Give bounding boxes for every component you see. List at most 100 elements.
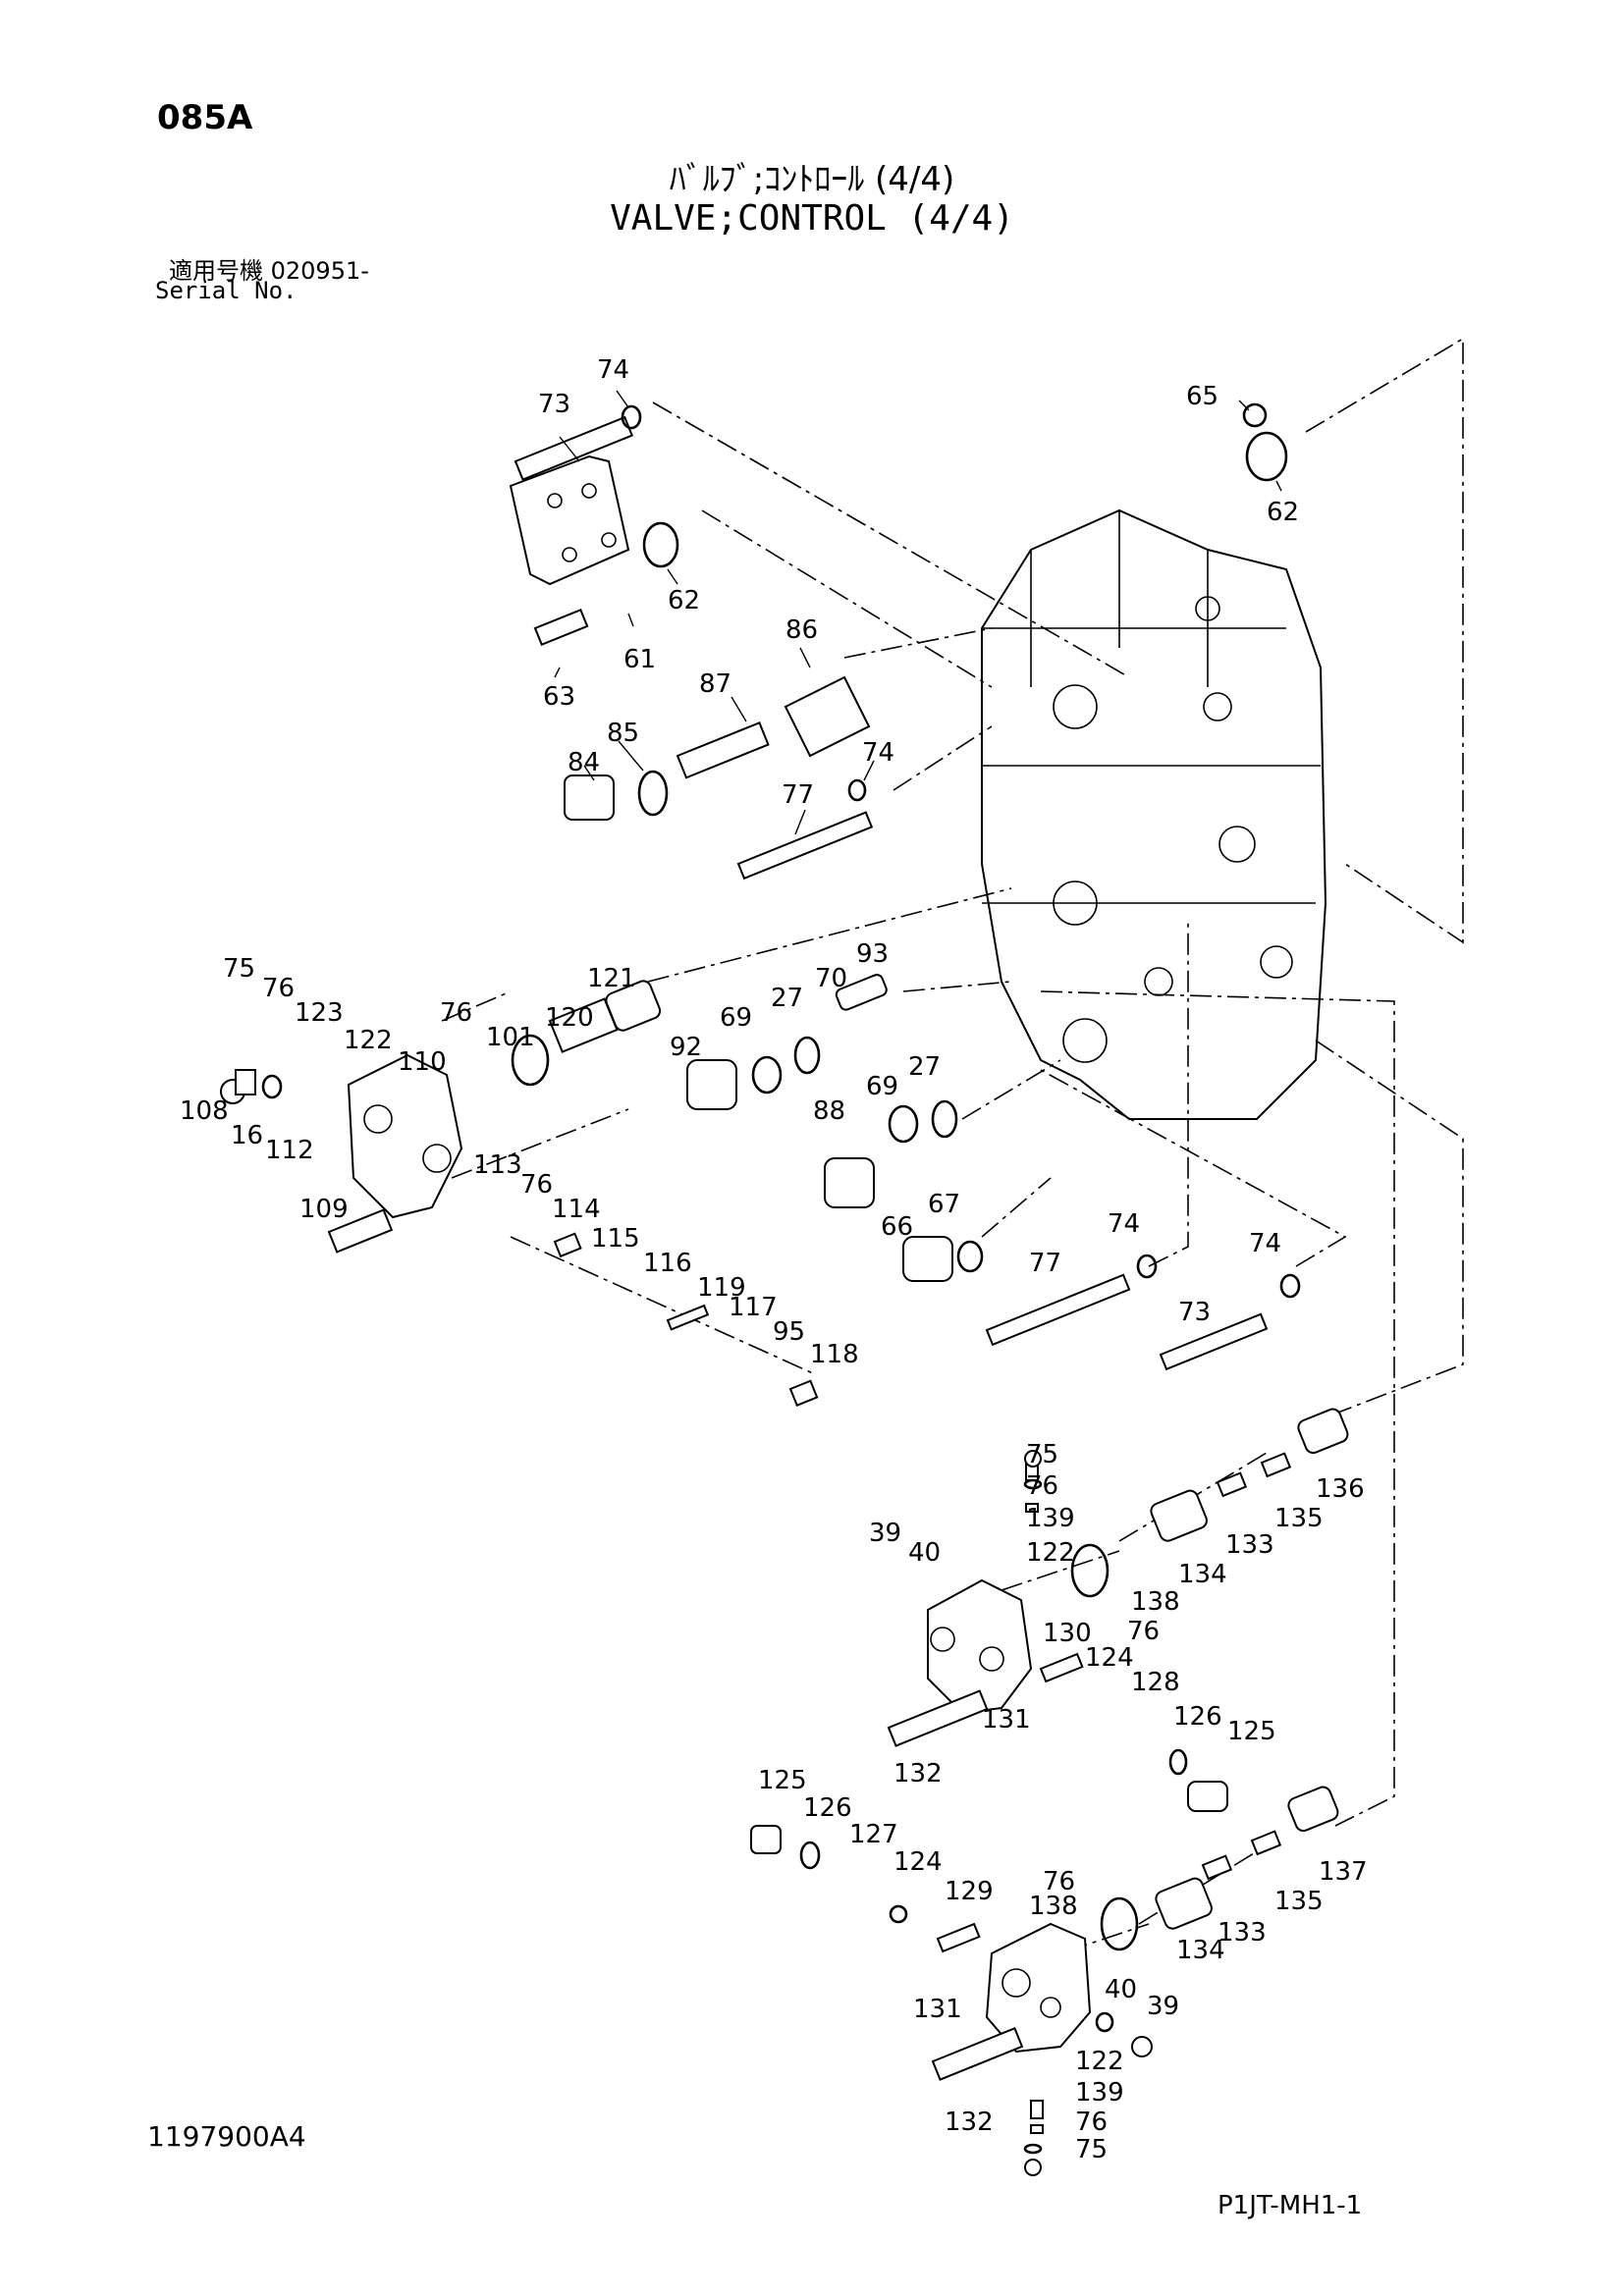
part-label-16: 16 bbox=[231, 1121, 263, 1150]
part-label-131b: 131 bbox=[913, 1995, 962, 2024]
part-label-76: 76 bbox=[262, 974, 295, 1003]
part-label-86: 86 bbox=[785, 615, 818, 645]
part-label-62b: 62 bbox=[668, 586, 700, 615]
part-label-40b: 40 bbox=[1105, 1975, 1137, 2004]
part-label-77: 77 bbox=[782, 780, 814, 810]
part-label-124b: 124 bbox=[893, 1847, 943, 1877]
part-label-75b: 75 bbox=[1026, 1440, 1058, 1469]
part-label-74b: 74 bbox=[862, 738, 894, 768]
part-label-139b: 139 bbox=[1075, 2078, 1124, 2108]
title-japanese: ﾊﾞﾙﾌﾞ;ｺﾝﾄﾛｰﾙ (4/4) bbox=[669, 160, 955, 199]
part-label-84: 84 bbox=[568, 748, 600, 777]
part-label-117: 117 bbox=[729, 1293, 778, 1322]
part-label-66: 66 bbox=[881, 1212, 913, 1242]
part-label-93: 93 bbox=[856, 939, 889, 969]
part-label-88: 88 bbox=[813, 1096, 845, 1126]
part-label-74d: 74 bbox=[1249, 1229, 1281, 1258]
part-label-76g: 76 bbox=[1075, 2108, 1108, 2137]
lower-assemblies bbox=[750, 1408, 1349, 2176]
part-label-135b: 135 bbox=[1274, 1887, 1324, 1916]
part-label-73: 73 bbox=[538, 390, 570, 419]
part-label-121: 121 bbox=[587, 964, 636, 993]
part-label-126b: 126 bbox=[803, 1793, 852, 1823]
part-label-40: 40 bbox=[908, 1538, 941, 1568]
part-label-70: 70 bbox=[815, 964, 847, 993]
part-label-62a: 62 bbox=[1267, 498, 1299, 527]
part-label-125b: 125 bbox=[758, 1766, 807, 1795]
drawing-number: 1197900A4 bbox=[147, 2120, 306, 2153]
part-label-122: 122 bbox=[344, 1026, 393, 1055]
part-label-130: 130 bbox=[1043, 1619, 1092, 1648]
part-label-75c: 75 bbox=[1075, 2135, 1108, 2164]
upper-parts bbox=[509, 402, 1288, 881]
part-label-92: 92 bbox=[670, 1033, 702, 1062]
part-label-39: 39 bbox=[869, 1519, 901, 1548]
serial-label-japanese: 適用号機 020951- bbox=[169, 257, 369, 285]
part-label-69b: 69 bbox=[866, 1072, 898, 1101]
part-label-133b: 133 bbox=[1218, 1918, 1267, 1948]
part-label-124: 124 bbox=[1085, 1643, 1134, 1673]
page-id: 085A bbox=[157, 98, 253, 137]
page-code: P1JT-MH1-1 bbox=[1218, 2191, 1363, 2220]
part-label-74: 74 bbox=[597, 355, 629, 385]
part-label-65: 65 bbox=[1186, 382, 1218, 411]
part-label-27: 27 bbox=[771, 984, 803, 1013]
valve-body bbox=[981, 508, 1327, 1120]
part-label-132: 132 bbox=[893, 1759, 943, 1789]
part-label-85: 85 bbox=[607, 719, 639, 748]
part-label-76e: 76 bbox=[1127, 1617, 1160, 1646]
part-label-136: 136 bbox=[1316, 1474, 1365, 1504]
part-label-112: 112 bbox=[265, 1136, 314, 1165]
part-label-61: 61 bbox=[623, 645, 656, 674]
part-label-120: 120 bbox=[545, 1003, 594, 1033]
part-label-67: 67 bbox=[928, 1190, 960, 1219]
part-label-76c: 76 bbox=[520, 1170, 553, 1200]
part-label-87: 87 bbox=[699, 669, 731, 699]
part-label-122b: 122 bbox=[1026, 1538, 1075, 1568]
part-label-138: 138 bbox=[1131, 1587, 1180, 1617]
part-label-129: 129 bbox=[945, 1877, 994, 1906]
part-label-27b: 27 bbox=[908, 1052, 941, 1082]
serial-label-english: Serial No. bbox=[155, 277, 298, 304]
leader-lines bbox=[554, 390, 1282, 835]
part-label-73b: 73 bbox=[1178, 1298, 1211, 1327]
part-label-119: 119 bbox=[697, 1273, 746, 1303]
part-label-134: 134 bbox=[1178, 1560, 1227, 1589]
part-label-109: 109 bbox=[299, 1195, 349, 1224]
part-label-113: 113 bbox=[473, 1150, 522, 1180]
part-label-39b: 39 bbox=[1147, 1992, 1179, 2021]
part-label-118: 118 bbox=[810, 1340, 859, 1369]
part-label-138b: 138 bbox=[1029, 1892, 1078, 1921]
part-label-110: 110 bbox=[398, 1047, 447, 1077]
part-label-115: 115 bbox=[591, 1224, 640, 1254]
left-middle-parts bbox=[220, 974, 1301, 1407]
part-label-114: 114 bbox=[552, 1195, 601, 1224]
part-label-133: 133 bbox=[1225, 1530, 1274, 1560]
part-label-131: 131 bbox=[982, 1705, 1031, 1735]
title-english: VALVE;CONTROL (4/4) bbox=[610, 198, 1014, 239]
part-label-123: 123 bbox=[295, 998, 344, 1028]
part-label-75: 75 bbox=[223, 954, 255, 984]
part-label-101: 101 bbox=[486, 1023, 535, 1052]
part-label-127: 127 bbox=[849, 1820, 898, 1849]
part-label-74c: 74 bbox=[1108, 1209, 1140, 1239]
part-label-76d: 76 bbox=[1026, 1471, 1058, 1501]
part-label-139: 139 bbox=[1026, 1504, 1075, 1533]
part-label-69: 69 bbox=[720, 1003, 752, 1033]
part-label-125: 125 bbox=[1227, 1717, 1276, 1746]
part-label-135: 135 bbox=[1274, 1504, 1324, 1533]
part-label-128: 128 bbox=[1131, 1668, 1180, 1697]
part-label-95: 95 bbox=[773, 1317, 805, 1347]
part-label-108: 108 bbox=[180, 1096, 229, 1126]
part-label-77b: 77 bbox=[1029, 1249, 1061, 1278]
part-label-137: 137 bbox=[1319, 1857, 1368, 1887]
part-label-126: 126 bbox=[1173, 1702, 1222, 1732]
part-label-132b: 132 bbox=[945, 2108, 994, 2137]
part-label-63: 63 bbox=[543, 682, 575, 712]
part-label-134b: 134 bbox=[1176, 1936, 1225, 1965]
part-label-116: 116 bbox=[643, 1249, 692, 1278]
part-label-122c: 122 bbox=[1075, 2047, 1124, 2076]
part-label-76b: 76 bbox=[440, 998, 472, 1028]
